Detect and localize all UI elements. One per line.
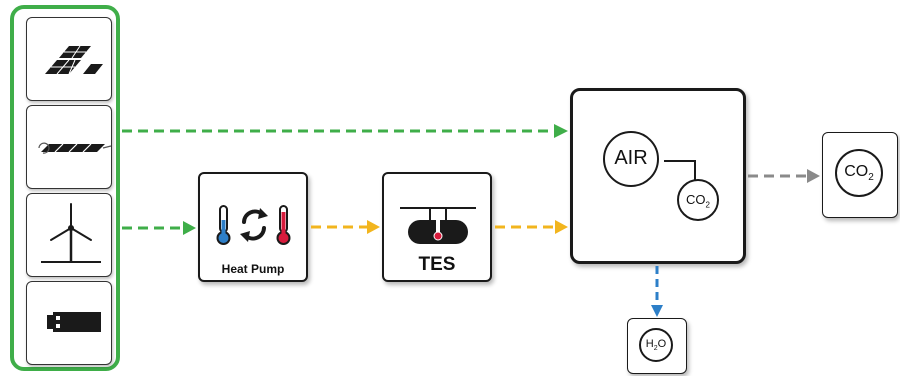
source-wind-turbine — [26, 193, 112, 277]
h2o-output-node: H2O — [627, 318, 687, 374]
heat-pump-to-tes-arrow — [311, 220, 380, 234]
h2o-output-text: H2O — [641, 338, 671, 352]
heat-pump-node: Heat Pump — [198, 172, 308, 282]
air-circle: AIR — [603, 131, 659, 187]
co2-circle: CO2 — [677, 179, 719, 221]
heat-pump-icon — [216, 205, 291, 245]
tes-to-dac-arrow — [495, 220, 568, 234]
tes-label: TES — [418, 254, 456, 275]
air-label: AIR — [614, 147, 648, 169]
tes-node: TES — [382, 172, 492, 282]
source-solar-panel — [26, 17, 112, 101]
h2o-output-circle: H2O — [639, 328, 673, 362]
solar-tracker-icon — [38, 142, 112, 154]
electricity-to-heat-pump-arrow — [122, 221, 196, 235]
co2-output-text: CO2 — [837, 163, 881, 183]
air-to-co2-connector — [664, 160, 696, 181]
co2-circle-text: CO2 — [679, 192, 717, 210]
co2-output-node: CO2 — [822, 132, 898, 218]
h2o-label-h: H — [645, 338, 654, 350]
h2o-label-o: O — [657, 338, 667, 350]
co2-circle-subscript: 2 — [705, 200, 710, 210]
source-solar-tracker — [26, 105, 112, 189]
electricity-to-dac-arrow — [122, 124, 568, 138]
heat-pump-label: Heat Pump — [221, 262, 285, 276]
co2-output-circle: CO2 — [835, 149, 883, 197]
direct-air-capture-node: AIR CO2 — [570, 88, 746, 264]
dac-to-co2-arrow — [748, 169, 820, 183]
wind-turbine-icon — [41, 203, 101, 263]
solar-panel-icon — [45, 45, 103, 75]
source-battery — [26, 281, 112, 365]
co2-circle-label: CO — [686, 192, 706, 207]
renewable-sources-group — [10, 5, 120, 371]
co2-output-subscript: 2 — [868, 172, 874, 184]
thermal-storage-tank-icon — [400, 207, 476, 244]
co2-output-label: CO — [844, 163, 869, 180]
battery-icon — [47, 312, 101, 332]
dac-to-h2o-arrow — [651, 266, 663, 317]
h2o-subscript: 2 — [653, 345, 658, 353]
